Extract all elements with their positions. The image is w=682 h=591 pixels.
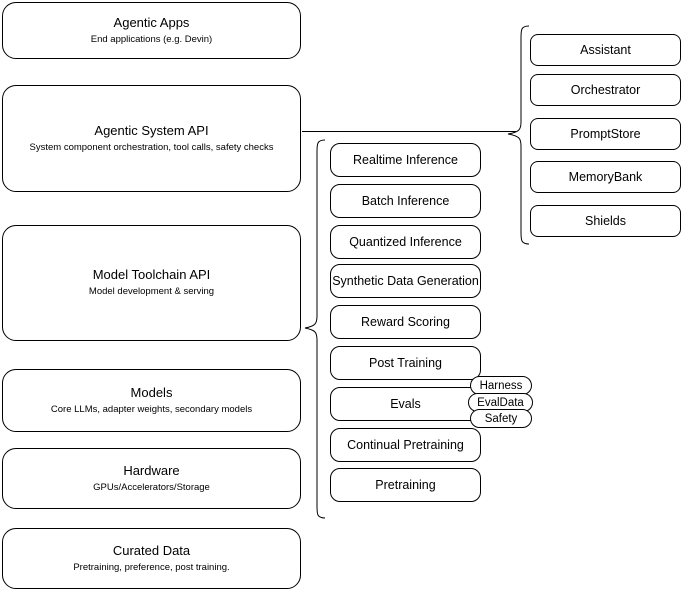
component-label: MemoryBank bbox=[568, 169, 643, 184]
capability-label: Evals bbox=[390, 396, 421, 411]
capability-label: Batch Inference bbox=[361, 193, 450, 208]
component-label: PromptStore bbox=[570, 126, 641, 141]
component-shields[interactable]: Shields bbox=[530, 205, 681, 237]
layer-subtitle: End applications (e.g. Devin) bbox=[90, 33, 213, 45]
capability-label: Pretraining bbox=[375, 477, 436, 492]
chip-label: EvalData bbox=[477, 396, 524, 409]
layer-subtitle: Core LLMs, adapter weights, secondary mo… bbox=[50, 403, 253, 415]
chip-safety[interactable]: Safety bbox=[470, 409, 532, 428]
layer-subtitle: Pretraining, preference, post training. bbox=[73, 561, 230, 573]
capability-post-training[interactable]: Post Training bbox=[330, 346, 481, 380]
component-label: Shields bbox=[585, 213, 626, 228]
layer-title: Model Toolchain API bbox=[92, 267, 211, 283]
layer-title: Hardware bbox=[123, 462, 180, 478]
component-memorybank[interactable]: MemoryBank bbox=[530, 161, 681, 193]
chip-label: Harness bbox=[479, 379, 523, 392]
capability-label: Quantized Inference bbox=[349, 234, 462, 249]
capability-label: Reward Scoring bbox=[361, 314, 450, 329]
capability-reward-scoring[interactable]: Reward Scoring bbox=[330, 305, 481, 339]
component-orchestrator[interactable]: Orchestrator bbox=[530, 74, 681, 106]
layer-hardware[interactable]: Hardware GPUs/Accelerators/Storage bbox=[2, 448, 301, 509]
layer-model-toolchain-api[interactable]: Model Toolchain API Model development & … bbox=[2, 225, 301, 341]
capability-quantized-inference[interactable]: Quantized Inference bbox=[330, 225, 481, 259]
capability-label: Post Training bbox=[369, 355, 442, 370]
layer-title: Agentic System API bbox=[94, 122, 209, 138]
component-label: Assistant bbox=[580, 42, 631, 57]
layer-agentic-system-api[interactable]: Agentic System API System component orch… bbox=[2, 85, 301, 192]
layer-subtitle: System component orchestration, tool cal… bbox=[29, 141, 274, 153]
capability-batch-inference[interactable]: Batch Inference bbox=[330, 184, 481, 218]
capability-evals[interactable]: Evals bbox=[330, 387, 481, 421]
bracket-toolchain bbox=[304, 139, 326, 519]
capability-realtime-inference[interactable]: Realtime Inference bbox=[330, 143, 481, 177]
bracket-agentic-components bbox=[507, 25, 530, 245]
chip-evaldata[interactable]: EvalData bbox=[468, 393, 533, 412]
layer-title: Models bbox=[130, 384, 173, 400]
capability-label: Synthetic Data Generation bbox=[332, 273, 479, 288]
layer-title: Curated Data bbox=[112, 542, 191, 558]
capability-label: Realtime Inference bbox=[353, 152, 458, 167]
layer-curated-data[interactable]: Curated Data Pretraining, preference, po… bbox=[2, 528, 301, 589]
capability-synthetic-data-generation[interactable]: Synthetic Data Generation bbox=[330, 264, 481, 298]
layer-subtitle: GPUs/Accelerators/Storage bbox=[93, 481, 210, 493]
component-assistant[interactable]: Assistant bbox=[530, 34, 681, 66]
layer-title: Agentic Apps bbox=[113, 14, 190, 30]
layer-models[interactable]: Models Core LLMs, adapter weights, secon… bbox=[2, 369, 301, 432]
layer-subtitle: Model development & serving bbox=[88, 286, 215, 297]
component-label: Orchestrator bbox=[570, 82, 641, 97]
component-promptstore[interactable]: PromptStore bbox=[530, 118, 681, 150]
capability-pretraining[interactable]: Pretraining bbox=[330, 468, 481, 502]
capability-label: Continual Pretraining bbox=[347, 437, 464, 452]
layer-agentic-apps[interactable]: Agentic Apps End applications (e.g. Devi… bbox=[2, 2, 301, 59]
capability-continual-pretraining[interactable]: Continual Pretraining bbox=[330, 428, 481, 462]
chip-label: Safety bbox=[484, 412, 518, 425]
connector-agentic-system-to-components bbox=[302, 131, 516, 132]
